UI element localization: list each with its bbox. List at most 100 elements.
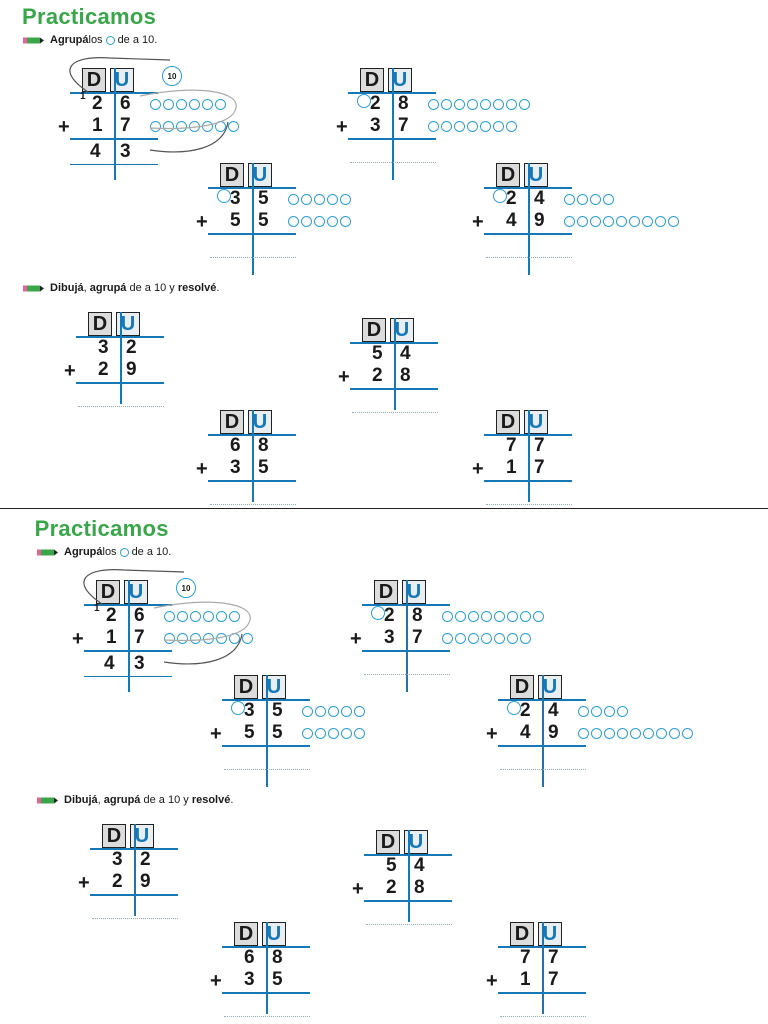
unit-circle [354, 728, 365, 739]
header-underline [76, 336, 164, 338]
answer-space[interactable] [210, 257, 296, 258]
answer-space[interactable] [78, 406, 164, 407]
tens-digit: 3 [230, 188, 241, 209]
answer-underline [84, 676, 172, 677]
answer-space[interactable] [352, 412, 438, 413]
carry-digit: 1 [94, 603, 100, 614]
tens-digit: 3 [98, 337, 109, 358]
answer-space[interactable] [364, 674, 450, 675]
plus-sign: + [472, 458, 484, 480]
header-underline [350, 342, 438, 344]
carry-circle[interactable] [357, 94, 371, 108]
tens-digit: 4 [506, 210, 517, 231]
answer-space[interactable] [210, 504, 296, 505]
unit-circle [507, 633, 518, 644]
units-digit: 5 [258, 457, 269, 478]
answer-space[interactable] [366, 924, 452, 925]
unit-circle [494, 611, 505, 622]
carry-circle[interactable] [231, 701, 245, 715]
tens-digit: 2 [98, 359, 109, 380]
pencil-icon [36, 796, 58, 805]
answer-space[interactable] [92, 918, 178, 919]
unit-circles [302, 728, 365, 739]
unit-circle [442, 611, 453, 622]
carry-circle[interactable] [493, 189, 507, 203]
header-underline [484, 187, 572, 189]
sum-line [222, 992, 310, 994]
carry-circle[interactable] [371, 606, 385, 620]
answer-units: 3 [120, 141, 131, 162]
unit-circle [577, 194, 588, 205]
unit-circles [150, 121, 239, 132]
tens-header: D [234, 675, 258, 699]
instruction-text: de a 10 y [126, 282, 178, 294]
unit-circle [328, 706, 339, 717]
instruction-verb: agrupá [103, 794, 141, 806]
instruction-verb: Dibujá [64, 794, 98, 806]
tens-digit: 2 [370, 93, 381, 114]
unit-circle [520, 633, 531, 644]
unit-circle [578, 706, 589, 717]
instruction-verb: resolvé [177, 282, 217, 294]
tens-digit: 1 [106, 627, 117, 648]
header-underline [70, 92, 158, 94]
unit-circle [591, 706, 602, 717]
unit-circle [494, 633, 505, 644]
answer-space[interactable] [224, 769, 310, 770]
unit-circle [177, 611, 188, 622]
plus-sign: + [210, 723, 222, 745]
carry-circle[interactable] [217, 189, 231, 203]
answer-space[interactable] [500, 1016, 586, 1017]
unit-circle [455, 611, 466, 622]
sum-line [348, 138, 436, 140]
tens-digit: 2 [106, 605, 117, 626]
tens-digit: 3 [112, 849, 123, 870]
answer-space[interactable] [486, 257, 572, 258]
unit-circle [519, 99, 530, 110]
tens-digit: 4 [520, 722, 531, 743]
carry-circle[interactable] [507, 701, 521, 715]
answer-space[interactable] [486, 504, 572, 505]
ten-group-badge: 10 [162, 66, 182, 86]
units-digit: 5 [272, 700, 283, 721]
unit-circle [590, 194, 601, 205]
answer-space[interactable] [350, 162, 436, 163]
header-underline [348, 92, 436, 94]
unit-circle [564, 194, 575, 205]
units-digit: 7 [412, 627, 423, 648]
plus-sign: + [486, 723, 498, 745]
plus-sign: + [336, 116, 348, 138]
column-divider [528, 410, 530, 502]
answer-space[interactable] [224, 1016, 310, 1017]
unit-circle [442, 633, 453, 644]
unit-circle [150, 99, 161, 110]
unit-circle [481, 611, 492, 622]
sum-line [208, 233, 296, 235]
unit-circle [242, 633, 253, 644]
unit-circles [428, 99, 530, 110]
sum-line [484, 480, 572, 482]
answer-space[interactable] [500, 769, 586, 770]
unit-circle [643, 728, 654, 739]
unit-circles [564, 216, 679, 227]
tens-digit: 7 [520, 947, 531, 968]
column-divider [134, 824, 136, 916]
tens-header: D [220, 410, 244, 434]
pencil-icon [36, 548, 58, 557]
